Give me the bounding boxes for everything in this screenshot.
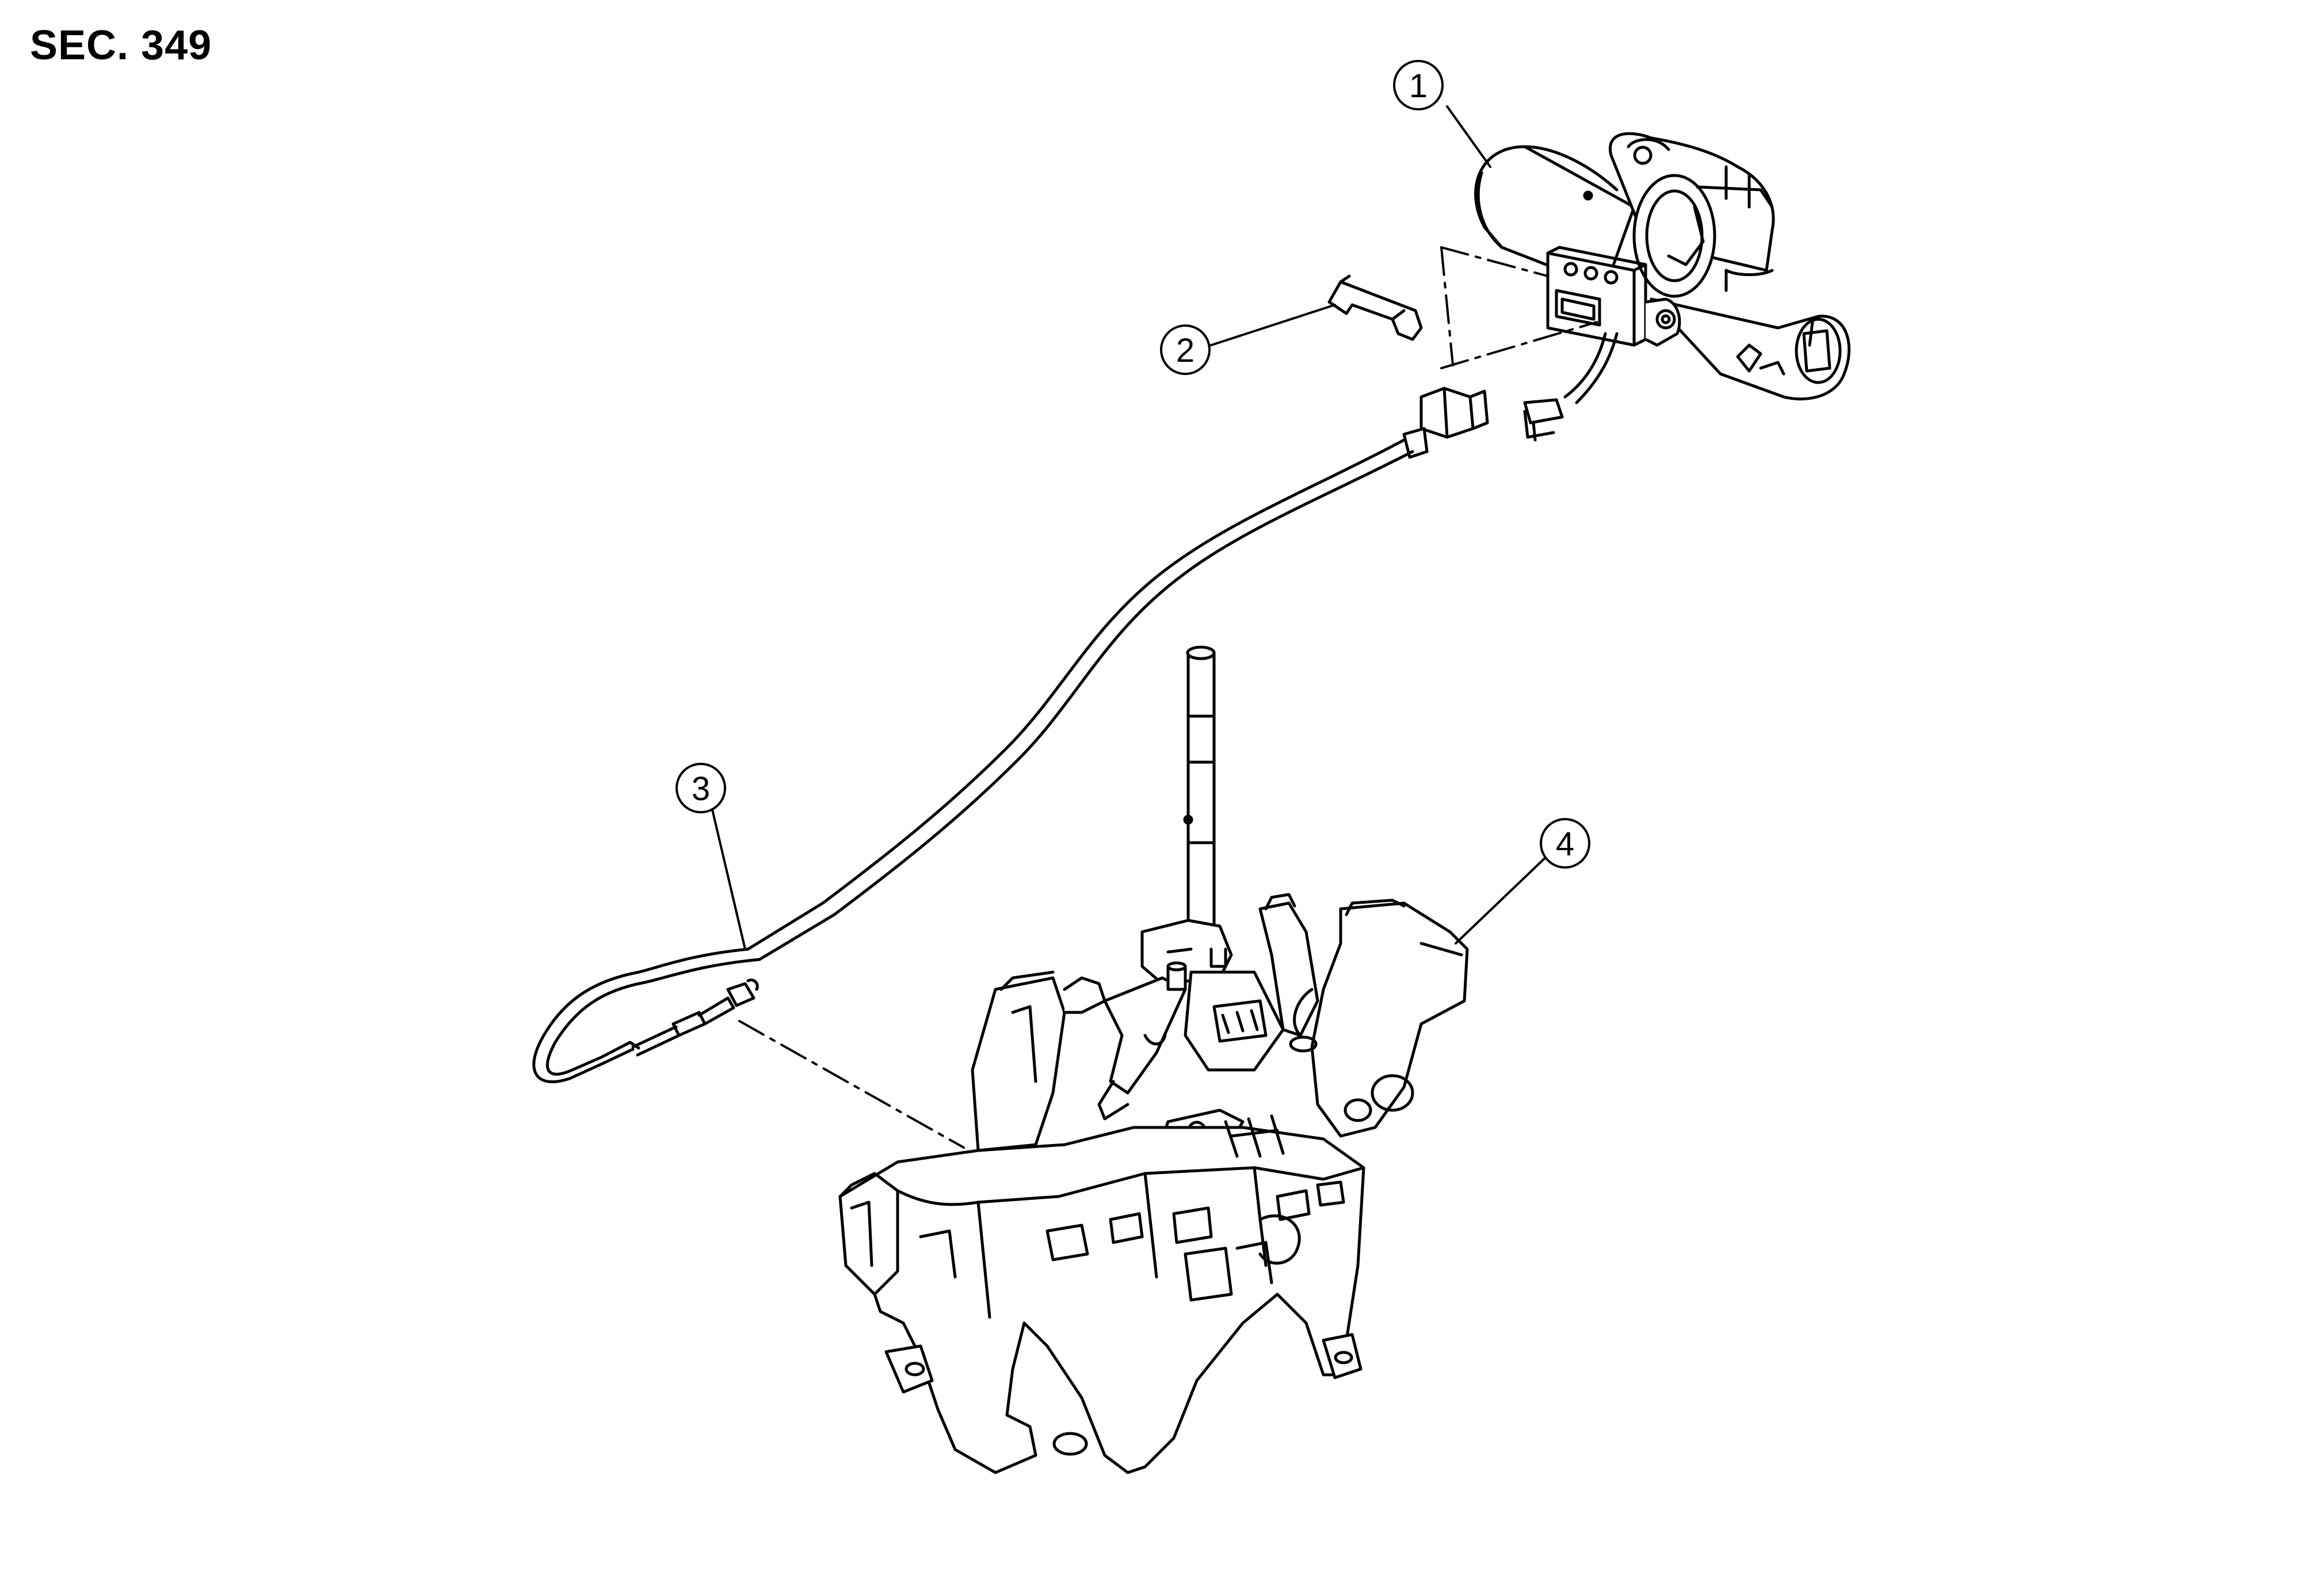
- callout-3: 3: [676, 763, 726, 813]
- part-interlock-cable: [532, 387, 1489, 1084]
- part-shift-device: [838, 645, 1469, 1474]
- callout-1: 1: [1393, 60, 1444, 110]
- callout-3-number: 3: [692, 770, 710, 808]
- part-steering-lock-assembly: [1474, 132, 1851, 442]
- section-label: SEC. 349: [30, 22, 212, 68]
- callout-leaders: [709, 105, 1550, 950]
- callout-4: 4: [1540, 818, 1590, 869]
- callout-1-number: 1: [1409, 67, 1428, 105]
- callout-2: 2: [1160, 324, 1211, 375]
- part-lock-plate: [1327, 274, 1423, 341]
- callout-2-number: 2: [1176, 332, 1195, 369]
- callout-4-number: 4: [1556, 825, 1574, 863]
- assembly-guide-lines: [738, 246, 1598, 1149]
